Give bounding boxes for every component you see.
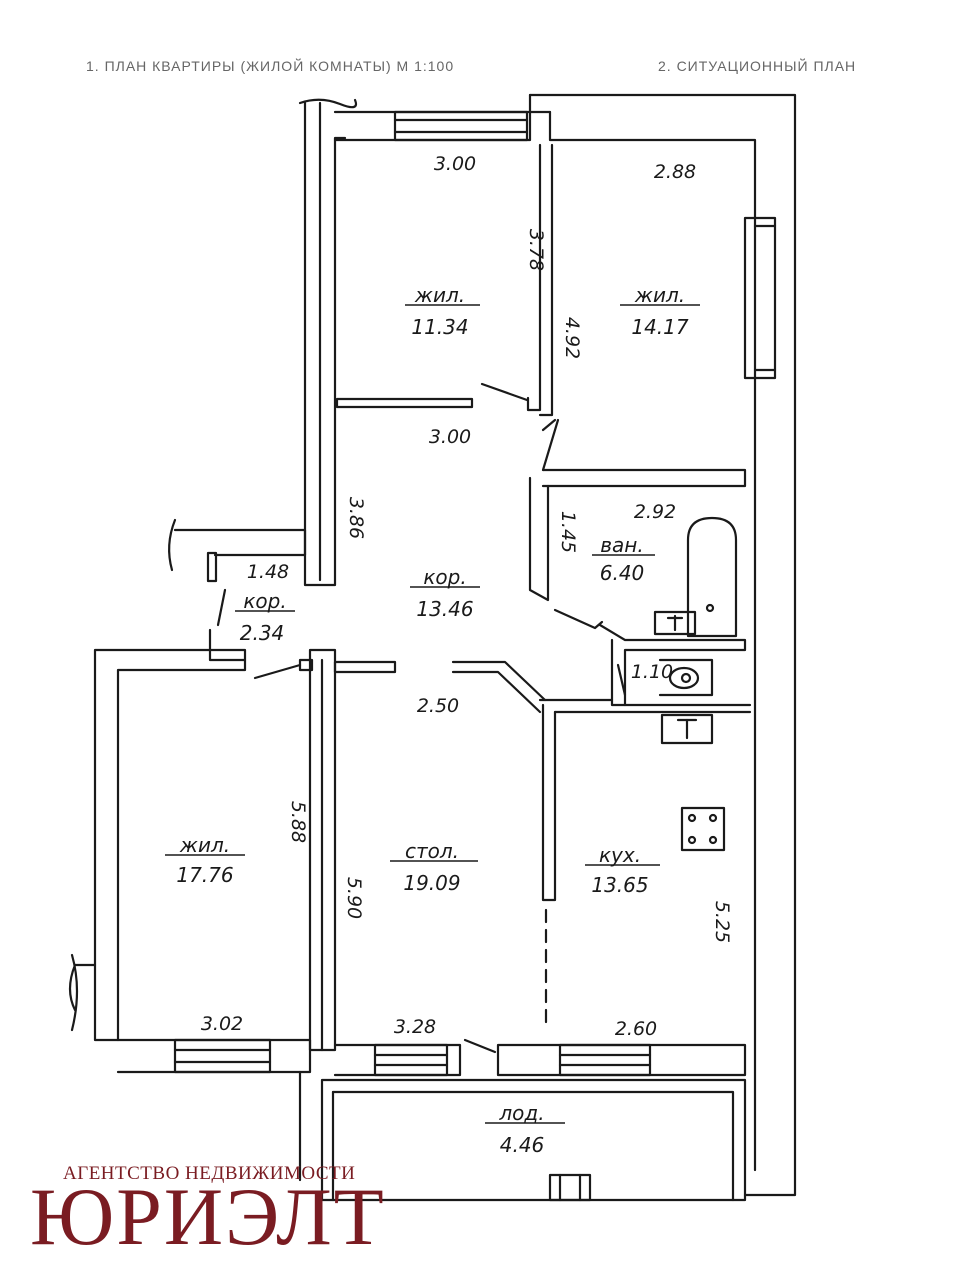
room-name-loggia: лод. bbox=[498, 1101, 544, 1125]
room-area-living-2: 14.17 bbox=[631, 315, 689, 339]
dim-kitchen-length: 5.25 bbox=[711, 901, 733, 943]
room-name-bathroom: ван. bbox=[600, 533, 643, 557]
brand-tagline: АГЕНТСТВО НЕДВИЖИМОСТИ bbox=[63, 1163, 356, 1184]
room-area-corridor-small: 2.34 bbox=[240, 621, 285, 645]
dim-dining-length: 5.90 bbox=[343, 877, 365, 919]
room-area-corridor-main: 13.46 bbox=[416, 597, 473, 621]
plan-title: 1. ПЛАН КВАРТИРЫ (ЖИЛОЙ КОМНАТЫ) М 1:100 bbox=[86, 58, 455, 74]
dim-living-2-width: 2.88 bbox=[654, 161, 696, 183]
room-name-kitchen: кух. bbox=[599, 843, 641, 867]
room-name-corridor-main: кор. bbox=[423, 565, 466, 589]
dim-kitchen-width: 2.60 bbox=[615, 1018, 657, 1040]
dim-bathroom-width: 2.92 bbox=[634, 501, 676, 523]
brand-logo-text: ЮРИЭЛТ bbox=[30, 1171, 386, 1262]
room-name-dining: стол. bbox=[405, 839, 459, 863]
dim-dining-width: 3.28 bbox=[394, 1016, 436, 1038]
room-area-kitchen: 13.65 bbox=[591, 873, 648, 897]
room-name-living-1: жил. bbox=[414, 283, 465, 307]
room-area-loggia: 4.46 bbox=[500, 1133, 545, 1157]
room-area-living-3: 17.76 bbox=[176, 863, 233, 887]
dim-living-2-length: 4.92 bbox=[561, 317, 583, 359]
dimension-labels: 3.00 2.88 3.78 4.92 3.00 2.92 3.86 1.45 … bbox=[201, 153, 733, 1040]
dim-corridor-width: 3.00 bbox=[429, 426, 471, 448]
room-area-living-1: 11.34 bbox=[411, 315, 468, 339]
room-area-bathroom: 6.40 bbox=[600, 561, 645, 585]
dim-living-3-length: 5.88 bbox=[287, 801, 309, 843]
dim-corridor-length: 3.86 bbox=[345, 497, 367, 539]
walls bbox=[68, 93, 797, 1202]
dim-living-3-width: 3.02 bbox=[201, 1013, 243, 1035]
room-labels: жил. 11.34 жил. 14.17 кор. 13.46 ван. 6.… bbox=[165, 283, 700, 1157]
dim-living-1-length: 3.78 bbox=[525, 229, 547, 271]
room-name-living-2: жил. bbox=[634, 283, 685, 307]
situation-plan-title: 2. СИТУАЦИОННЫЙ ПЛАН bbox=[658, 58, 857, 74]
dim-bathroom-length: 1.45 bbox=[557, 511, 579, 553]
room-name-living-3: жил. bbox=[179, 833, 230, 857]
dim-small-corridor-width: 1.48 bbox=[247, 561, 289, 583]
room-name-corridor-small: кор. bbox=[243, 589, 286, 613]
dim-living-1-width: 3.00 bbox=[434, 153, 476, 175]
room-area-dining: 19.09 bbox=[403, 871, 460, 895]
dim-toilet-width: 1.10 bbox=[631, 661, 673, 683]
dim-dining-top-width: 2.50 bbox=[417, 695, 459, 717]
